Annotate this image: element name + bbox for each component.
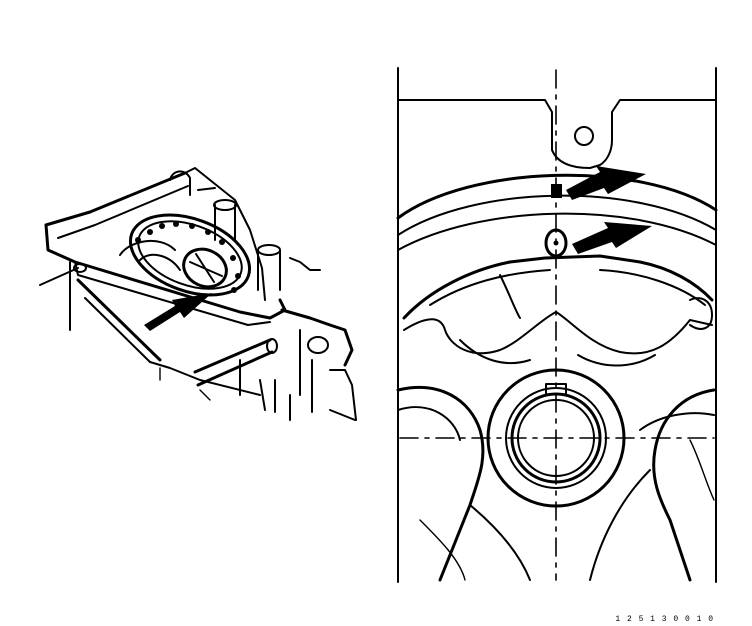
timing-mark-dot bbox=[544, 228, 568, 258]
pointer-arrow-overview bbox=[144, 293, 212, 331]
crankshaft-bore bbox=[510, 392, 602, 484]
pointer-arrow-square-mark bbox=[566, 166, 646, 200]
timing-mark-square bbox=[551, 184, 562, 198]
sprocket-teeth bbox=[135, 221, 241, 293]
sprocket-detail-panel bbox=[396, 67, 718, 583]
pointer-arrow-dot-mark bbox=[572, 222, 652, 254]
engine-overview-panel bbox=[39, 167, 357, 421]
figure-reference-code: 1 2 5 1 3 0 0 1 0 bbox=[615, 615, 714, 624]
crankshaft-hub-outer bbox=[486, 368, 626, 508]
